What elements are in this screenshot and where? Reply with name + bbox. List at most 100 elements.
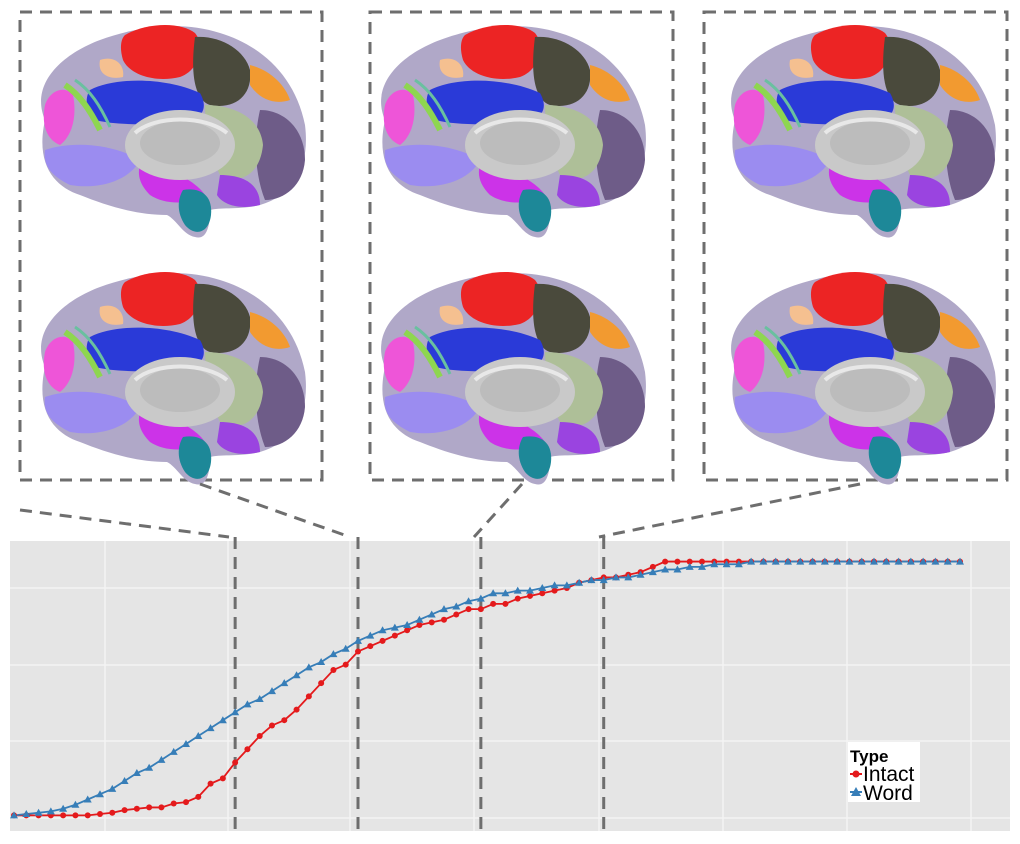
brain-image-1a [41,25,306,238]
data-point-intact [662,558,669,565]
data-point-intact [121,807,128,814]
data-point-intact [699,558,705,565]
data-point-word [722,560,731,568]
data-point-word [366,631,375,639]
legend: Type Intact Word [848,742,920,805]
data-point-intact [453,611,460,618]
data-point-word [427,610,436,618]
data-point-intact [133,805,140,812]
data-point-word [882,557,891,565]
data-point-word [599,576,608,584]
data-point-word [624,573,633,581]
data-point-word [329,650,338,658]
data-point-word [59,804,68,812]
data-point-word [96,790,104,798]
data-point-intact [256,733,263,740]
panel-box-3 [702,10,1009,482]
data-point-intact [281,717,288,724]
data-point-intact [318,680,325,687]
data-point-word [206,724,215,732]
data-point-intact [72,812,79,819]
data-point-intact [551,587,558,594]
data-point-intact [97,811,103,818]
data-point-intact [514,595,521,602]
data-point-intact [219,775,226,782]
data-point-intact [269,722,275,729]
data-point-word [894,557,903,565]
plot-background [10,541,1010,831]
data-point-word [390,623,399,631]
data-point-word [440,605,448,613]
data-point-intact [207,780,214,787]
data-point-word [845,557,854,565]
data-point-intact [477,606,484,613]
data-point-word [108,784,117,792]
vertical-markers [233,537,606,831]
legend-intact-marker [852,770,860,778]
data-point-word [820,557,829,565]
data-point-word [956,557,964,565]
data-point-intact [391,632,398,639]
data-point-word [243,700,252,708]
brain-image-1b [41,272,306,485]
data-point-intact [416,622,423,629]
data-point-word [734,560,743,568]
data-point-intact [649,563,656,570]
series-points [10,557,964,819]
brain-image-3a [731,25,996,238]
data-point-word [83,795,92,803]
data-point-word [268,687,276,695]
data-point-intact [441,616,447,623]
data-point-intact [293,706,300,713]
data-point-word [673,565,682,573]
data-point-word [710,560,719,568]
data-point-word [464,597,473,605]
connector-2 [472,482,524,539]
data-point-word [648,568,657,576]
data-point-word [132,769,141,777]
data-point-intact [183,799,189,806]
data-point-word [71,800,80,808]
data-point-word [304,663,313,671]
data-point-word [747,557,756,565]
data-point-word [194,732,203,740]
data-point-word [919,557,928,565]
data-point-word [538,584,547,592]
connector-1b [199,482,351,539]
data-point-intact [686,558,693,565]
legend-title: Type [850,747,888,766]
data-point-intact [428,619,435,626]
brain-image-2b [381,272,646,485]
data-point-intact [342,661,349,668]
data-point-intact [502,600,509,607]
data-point-intact [490,600,497,607]
data-point-intact [305,693,312,700]
data-point-intact [330,666,337,673]
data-point-word [182,739,190,747]
data-point-word [415,615,424,623]
data-point-word [157,755,166,763]
data-point-word [833,557,842,565]
brain-panels [18,10,1009,539]
data-point-intact [367,643,374,650]
data-point-word [562,581,571,589]
data-point-word [354,636,362,644]
data-point-word [10,811,18,819]
data-point-word [771,557,780,565]
data-point-word [513,586,522,594]
data-point-word [808,557,817,565]
brain-image-3b [731,272,996,485]
connector-3 [598,482,861,539]
data-point-word [857,557,866,565]
data-point-intact [170,800,177,807]
data-point-word [587,576,596,584]
data-point-intact [195,793,202,800]
data-point-intact [465,606,472,613]
data-point-intact [60,812,67,819]
data-point-word [943,557,952,565]
panel-box-1 [18,10,324,482]
legend-word-marker [851,787,861,796]
data-point-word [255,695,264,703]
data-point-intact [404,627,411,634]
data-point-word [685,562,694,570]
